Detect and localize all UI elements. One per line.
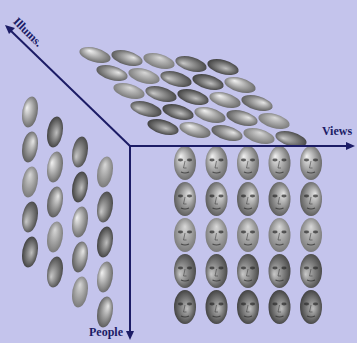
face-image bbox=[22, 163, 38, 200]
face-image bbox=[72, 133, 88, 170]
face-image bbox=[97, 188, 113, 225]
face-grid bbox=[22, 44, 322, 331]
face-image bbox=[300, 290, 322, 324]
arrowhead bbox=[346, 142, 355, 150]
face-image bbox=[174, 53, 209, 75]
face-image bbox=[72, 238, 88, 275]
face-image bbox=[159, 68, 194, 90]
face-image bbox=[174, 182, 196, 216]
face-image bbox=[269, 218, 291, 252]
face-image bbox=[174, 218, 196, 252]
face-image bbox=[191, 71, 226, 93]
face-image bbox=[110, 47, 145, 69]
face-image bbox=[146, 116, 181, 138]
face-image bbox=[223, 74, 258, 96]
face-image bbox=[237, 146, 259, 180]
face-image bbox=[174, 254, 196, 288]
face-image bbox=[97, 258, 113, 295]
illums-axis bbox=[10, 30, 130, 146]
arrowhead bbox=[126, 331, 134, 340]
face-image bbox=[78, 44, 113, 66]
face-image bbox=[47, 253, 63, 290]
face-image bbox=[210, 122, 245, 144]
face-image bbox=[22, 128, 38, 165]
face-image bbox=[237, 218, 259, 252]
face-image bbox=[22, 198, 38, 235]
face-image bbox=[47, 218, 63, 255]
face-image bbox=[242, 125, 277, 147]
axes bbox=[5, 25, 355, 340]
face-image bbox=[269, 146, 291, 180]
face-image bbox=[47, 113, 63, 150]
face-image bbox=[300, 182, 322, 216]
face-image bbox=[127, 65, 162, 87]
face-image bbox=[237, 182, 259, 216]
face-image bbox=[269, 182, 291, 216]
face-image bbox=[206, 56, 241, 78]
face-image bbox=[269, 254, 291, 288]
face-image bbox=[95, 62, 130, 84]
face-image bbox=[144, 83, 179, 105]
face-image bbox=[300, 218, 322, 252]
face-image bbox=[22, 93, 38, 130]
axis-label: Illums. bbox=[11, 15, 45, 49]
face-image bbox=[193, 104, 228, 126]
face-image bbox=[206, 290, 228, 324]
face-image bbox=[208, 89, 243, 111]
face-image bbox=[237, 254, 259, 288]
face-image bbox=[178, 119, 213, 141]
face-image bbox=[237, 290, 259, 324]
face-image bbox=[47, 148, 63, 185]
face-image bbox=[176, 86, 211, 108]
people-axis bbox=[129, 146, 131, 334]
face-image bbox=[72, 203, 88, 240]
face-image bbox=[112, 80, 147, 102]
face-image bbox=[225, 107, 260, 129]
axis-label: Views bbox=[322, 125, 352, 137]
face-image bbox=[300, 254, 322, 288]
axis-label: People bbox=[89, 326, 123, 338]
face-image bbox=[22, 233, 38, 270]
face-image bbox=[300, 146, 322, 180]
face-image bbox=[269, 290, 291, 324]
face-image bbox=[240, 92, 275, 114]
face-image bbox=[72, 273, 88, 310]
face-image bbox=[47, 183, 63, 220]
face-image bbox=[129, 98, 164, 120]
face-image bbox=[257, 110, 292, 132]
face-image bbox=[206, 182, 228, 216]
face-image bbox=[72, 168, 88, 205]
face-image bbox=[97, 223, 113, 260]
face-image bbox=[97, 153, 113, 190]
face-image bbox=[142, 50, 177, 72]
face-image bbox=[174, 146, 196, 180]
face-image bbox=[206, 254, 228, 288]
face-image bbox=[206, 218, 228, 252]
face-image bbox=[161, 101, 196, 123]
face-image bbox=[206, 146, 228, 180]
views-axis bbox=[130, 145, 349, 147]
face-image bbox=[174, 290, 196, 324]
